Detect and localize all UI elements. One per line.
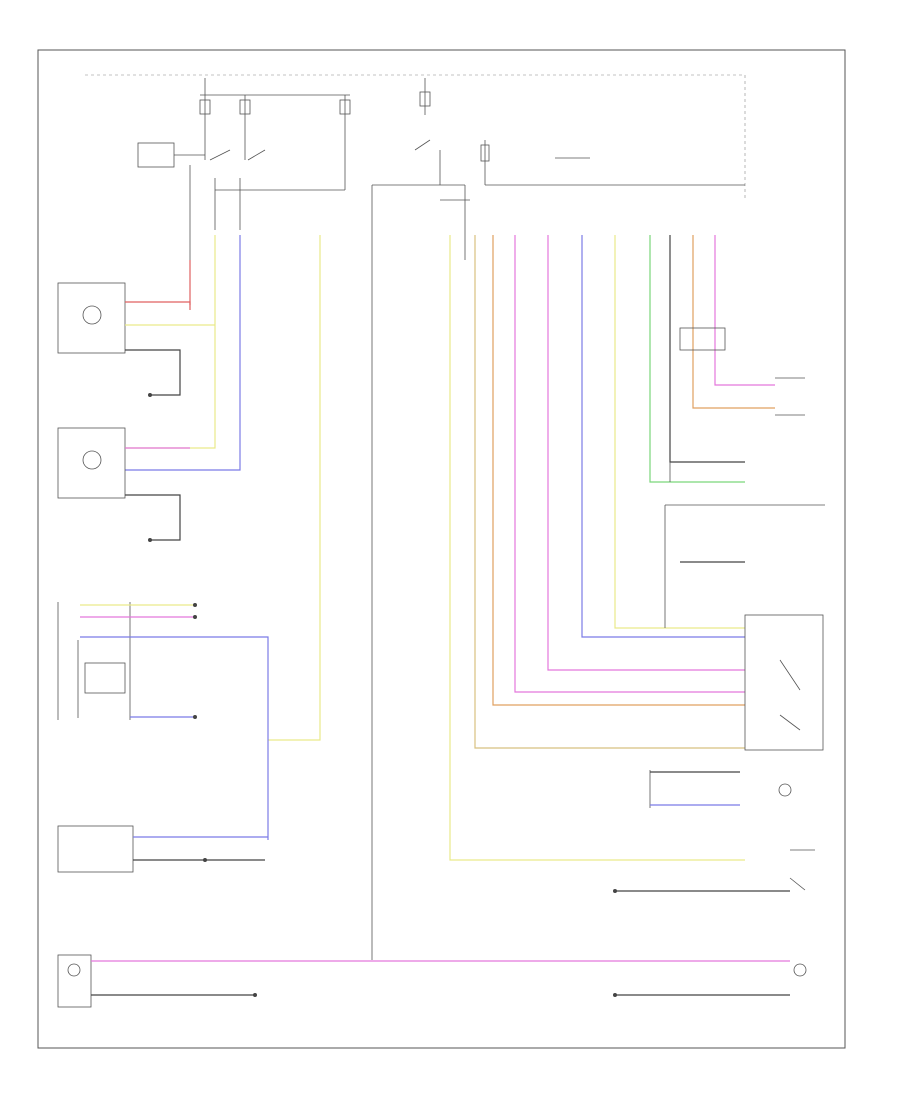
headlamp-switch [664,462,825,751]
dimmer-block [649,770,792,808]
right-headlamp [57,427,190,542]
connector-row [189,185,470,260]
wire-pink-cluster [714,235,775,386]
wire-blue-right-headlamp [125,235,241,471]
wire-yellow-park [614,235,745,629]
lamp-icon [67,963,81,977]
brake-switch [613,849,815,893]
left-rear-tail-lamp [613,963,807,997]
lamp-icon [82,305,102,325]
wire-tan-switch [449,235,745,861]
light-sensor-block [57,602,269,840]
lamp-icon [793,963,807,977]
wire-blue-park [581,235,745,638]
wire-black-dim [669,235,745,463]
lamp-icon [82,450,102,470]
wire-pink-auto [514,235,745,693]
wire-yellow-left-headlamp [125,235,216,449]
sensor-module [57,825,268,873]
switch-icon [744,614,824,751]
wire-tan-switch-2 [474,235,745,749]
right-rear-tail-lamp [57,954,790,1008]
wire-pink-on [547,235,745,671]
left-headlamp [57,282,215,397]
fuse-block [137,78,745,960]
wire-orange-cluster [692,235,775,409]
wire-yellow-tail [268,235,321,741]
instrument-cluster [679,327,805,416]
diagram-frame [37,49,846,1049]
wire-green-high [649,235,745,483]
wire-orange-switch [492,235,745,706]
